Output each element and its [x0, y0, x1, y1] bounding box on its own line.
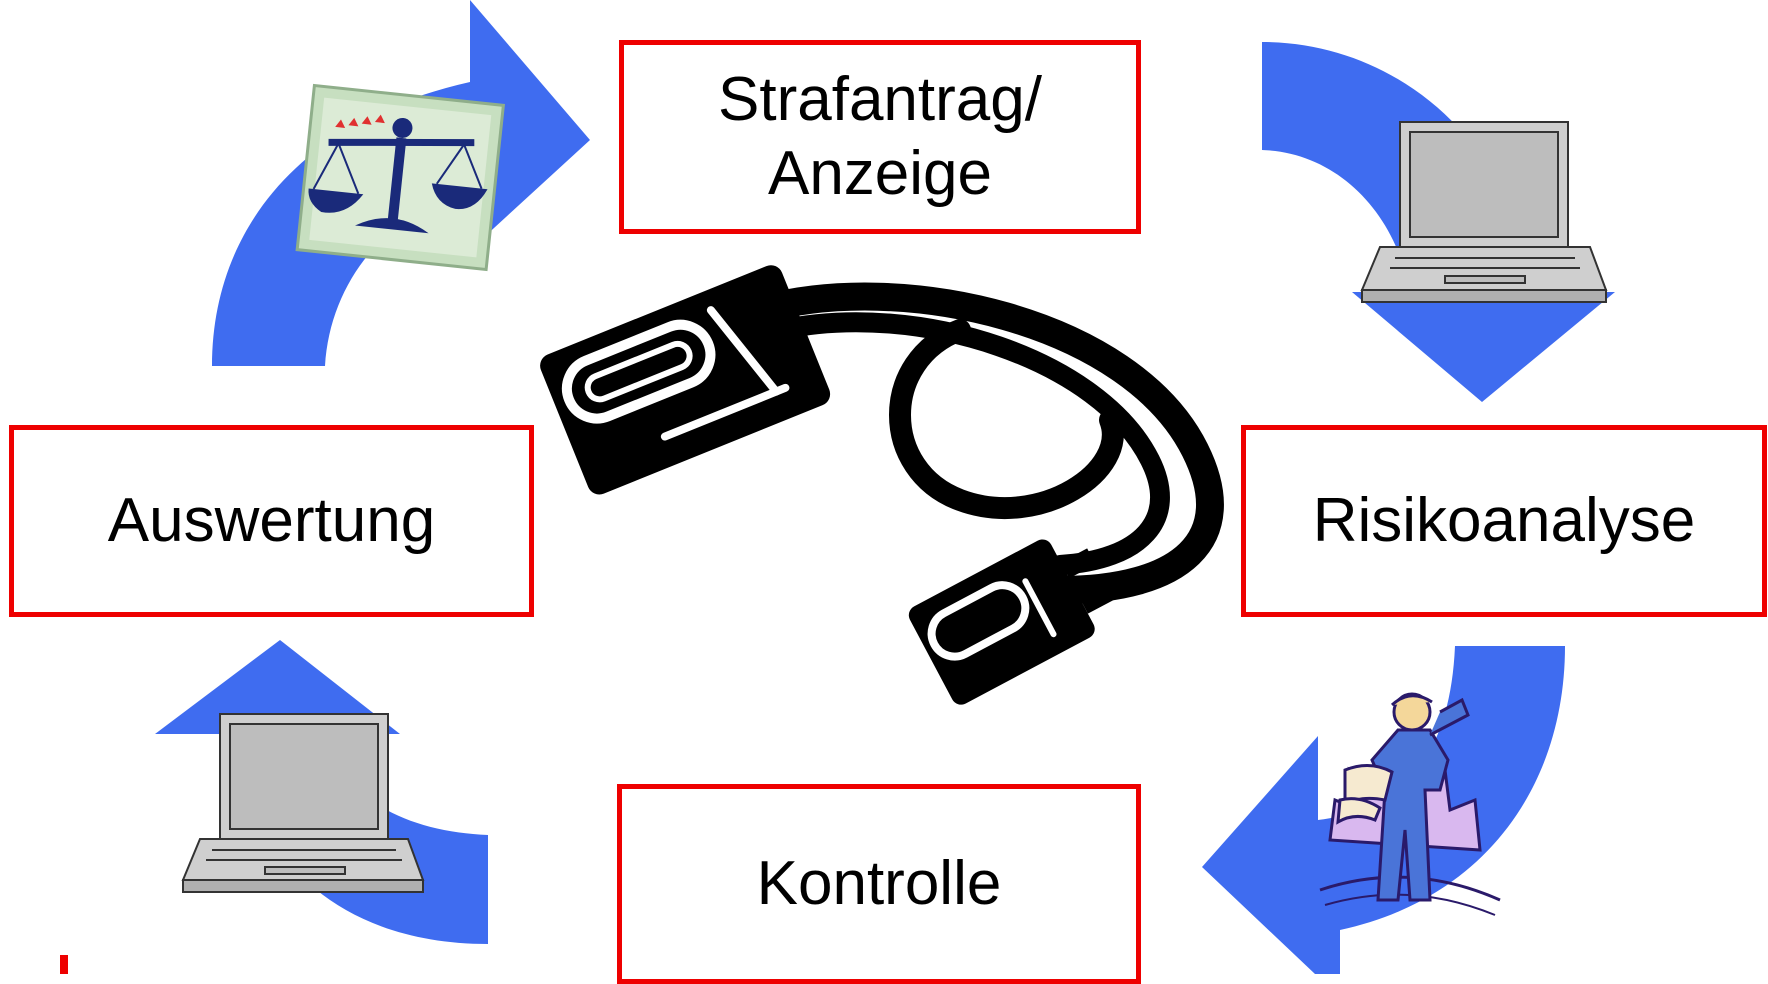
red-mark	[60, 955, 68, 974]
step-label: Kontrolle	[756, 849, 1002, 918]
surveyor-person-icon	[1319, 692, 1501, 916]
step-label: Risikoanalyse	[1312, 486, 1696, 555]
step-box-kontrolle: Kontrolle	[617, 784, 1141, 984]
step-box-risikoanalyse: Risikoanalyse	[1241, 425, 1767, 617]
step-label-line: Anzeige	[767, 139, 993, 208]
cable-connector-icon	[540, 265, 1224, 705]
step-label-line: Strafantrag/	[718, 65, 1042, 134]
laptop-icon	[181, 713, 425, 893]
step-label: Auswertung	[107, 486, 436, 555]
step-box-strafantrag: Strafantrag/ Anzeige	[619, 40, 1141, 234]
laptop-icon	[1360, 121, 1608, 303]
scales-of-justice-icon	[295, 83, 506, 272]
step-box-auswertung: Auswertung	[9, 425, 534, 617]
